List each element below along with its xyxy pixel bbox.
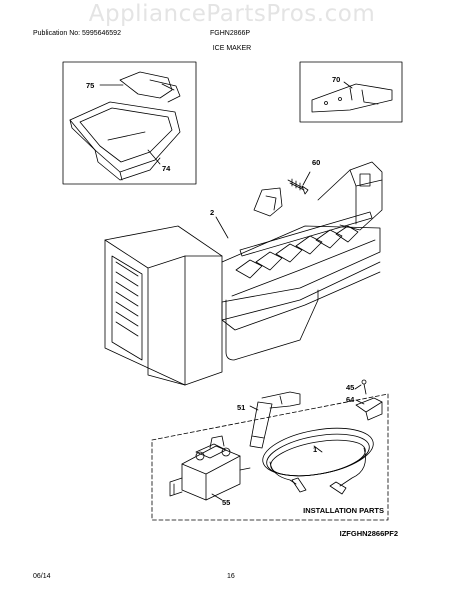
callout-55: 55 <box>222 498 230 507</box>
callout-60: 60 <box>312 158 320 167</box>
leader-51 <box>249 405 259 411</box>
page-title: ICE MAKER <box>212 45 252 52</box>
water-valve-part <box>169 435 251 501</box>
screw-part <box>287 178 309 195</box>
model-number: FGHN2866P <box>210 30 251 37</box>
bracket-part <box>311 83 393 113</box>
water-supply-tube-part <box>262 427 374 495</box>
footer-date: 06/14 <box>33 573 51 580</box>
ice-bin-callout-box <box>62 61 197 185</box>
ice-bin-cover-part <box>119 71 181 103</box>
leader-1 <box>313 445 323 453</box>
callout-1: 1 <box>313 445 317 454</box>
screw-45-part <box>361 379 367 395</box>
leader-60 <box>302 171 311 186</box>
callout-64: 64 <box>346 395 355 404</box>
clip-64-part <box>355 397 383 421</box>
leader-64 <box>355 399 365 405</box>
callout-74: 74 <box>162 164 171 173</box>
callout-2: 2 <box>210 208 214 217</box>
installation-parts-box <box>151 393 389 521</box>
ice-bin-part <box>69 101 181 181</box>
installation-parts-label: INSTALLATION PARTS <box>303 506 384 515</box>
callout-51: 51 <box>237 403 245 412</box>
publication-number: Publication No: 5995646592 <box>33 30 121 37</box>
callout-70: 70 <box>332 75 340 84</box>
leader-55 <box>211 493 223 501</box>
bracket-callout-box <box>299 61 403 123</box>
leader-74 <box>147 149 161 165</box>
ice-maker-assembly-part <box>104 161 383 386</box>
leader-2 <box>215 216 229 239</box>
figure-code: IZFGHN2866PF2 <box>340 529 398 538</box>
leader-70 <box>343 81 353 89</box>
fill-tube-part <box>249 391 301 449</box>
page-number: 16 <box>227 573 235 580</box>
watermark: AppliancePartsPros.com <box>88 1 376 27</box>
leader-45 <box>354 384 362 390</box>
callout-45: 45 <box>346 383 354 392</box>
callout-75: 75 <box>86 81 94 90</box>
